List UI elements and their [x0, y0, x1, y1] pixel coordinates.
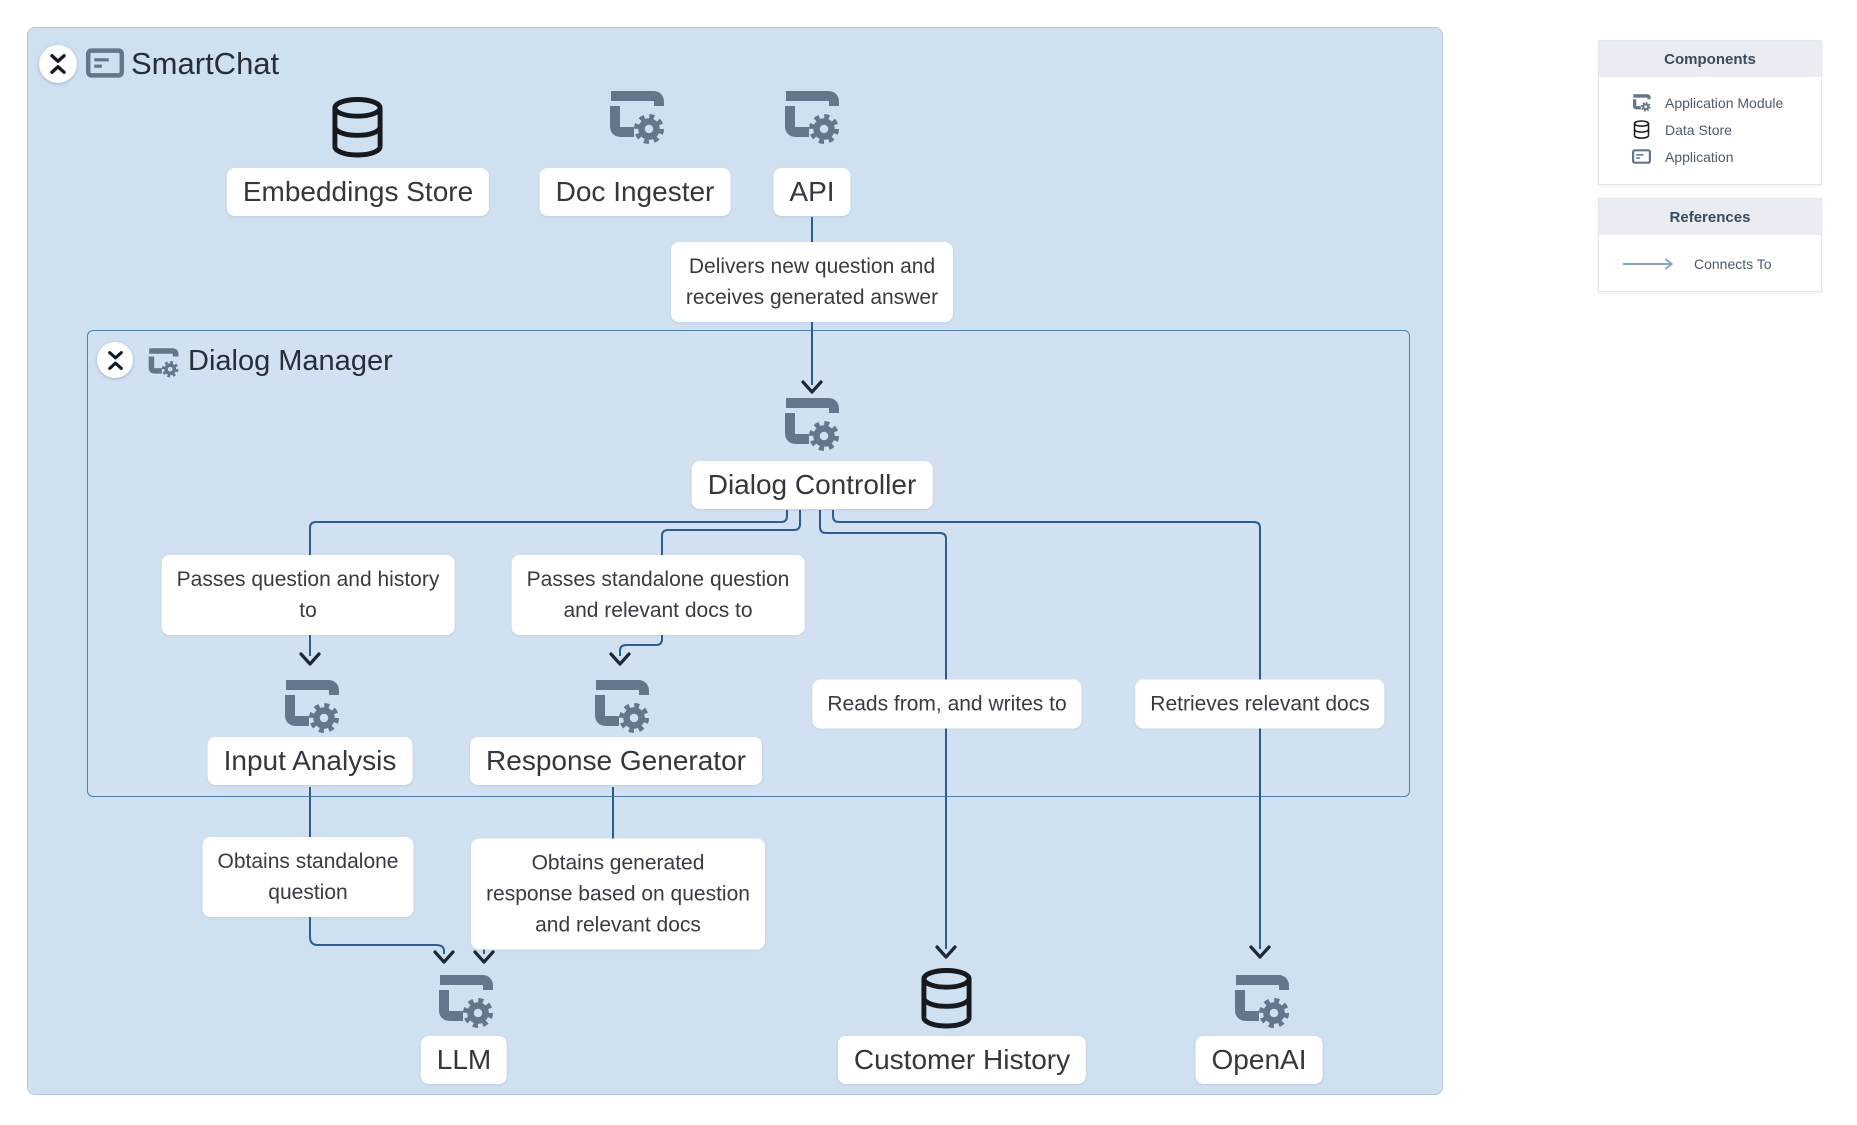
- legend-components-card: Components Application Module Data Store…: [1598, 40, 1822, 185]
- legend-components-header: Components: [1599, 41, 1821, 77]
- edge-label-passes-standalone-question[interactable]: Passes standalone question and relevant …: [511, 555, 805, 635]
- application-icon: [1629, 147, 1653, 167]
- smartchat-title[interactable]: SmartChat: [131, 46, 280, 81]
- collapse-icon: [47, 53, 69, 75]
- legend-item-application-module: Application Module: [1599, 89, 1821, 116]
- legend-references-header: References: [1599, 199, 1821, 235]
- application-module-icon[interactable]: [604, 86, 668, 146]
- node-label-api[interactable]: API: [773, 168, 851, 216]
- node-label-embeddings-store[interactable]: Embeddings Store: [226, 168, 490, 216]
- node-label-llm[interactable]: LLM: [420, 1036, 508, 1084]
- connects-to-arrow-icon: [1623, 258, 1673, 270]
- legend-item-application: Application: [1599, 143, 1821, 170]
- data-store-icon: [1629, 120, 1653, 140]
- collapse-icon: [105, 350, 126, 371]
- edge-controller-to-input-analysis[interactable]: [299, 510, 788, 666]
- data-store-icon[interactable]: [919, 967, 974, 1029]
- application-module-icon[interactable]: [589, 675, 653, 735]
- application-module-icon: [1629, 93, 1653, 113]
- dialog-manager-title[interactable]: Dialog Manager: [188, 345, 393, 377]
- smartchat-collapse-button[interactable]: [39, 45, 77, 83]
- edge-controller-to-openai[interactable]: [832, 510, 1271, 959]
- edge-label-retrieves-docs[interactable]: Retrieves relevant docs: [1135, 679, 1385, 729]
- application-module-icon[interactable]: [779, 393, 843, 453]
- edge-label-passes-question-history[interactable]: Passes question and history to: [161, 555, 455, 635]
- legend-references-card: References Connects To: [1598, 198, 1822, 292]
- legend-item-connects-to: Connects To: [1599, 249, 1821, 279]
- node-label-input-analysis[interactable]: Input Analysis: [207, 737, 413, 785]
- application-module-icon[interactable]: [433, 970, 497, 1030]
- dialog-manager-collapse-button[interactable]: [97, 342, 133, 378]
- edge-label-reads-writes[interactable]: Reads from, and writes to: [812, 679, 1082, 729]
- node-label-response-generator[interactable]: Response Generator: [470, 737, 762, 785]
- edge-label-obtains-generated[interactable]: Obtains generated response based on ques…: [471, 838, 765, 950]
- legend-item-data-store: Data Store: [1599, 116, 1821, 143]
- application-module-icon[interactable]: [1229, 970, 1293, 1030]
- node-label-openai[interactable]: OpenAI: [1195, 1036, 1323, 1084]
- edge-controller-to-customer-history[interactable]: [819, 510, 957, 959]
- edge-label-obtains-standalone[interactable]: Obtains standalone question: [202, 837, 414, 917]
- edge-label-delivers-new-question[interactable]: Delivers new question and receives gener…: [670, 242, 954, 322]
- data-store-icon[interactable]: [330, 96, 385, 158]
- edge-input-analysis-to-llm[interactable]: [309, 787, 455, 964]
- application-module-icon[interactable]: [779, 86, 843, 146]
- application-module-icon[interactable]: [279, 675, 343, 735]
- application-module-icon: [143, 346, 183, 378]
- application-icon: [86, 48, 124, 78]
- node-label-customer-history[interactable]: Customer History: [837, 1036, 1087, 1084]
- node-label-doc-ingester[interactable]: Doc Ingester: [539, 168, 731, 216]
- node-label-dialog-controller[interactable]: Dialog Controller: [691, 461, 933, 509]
